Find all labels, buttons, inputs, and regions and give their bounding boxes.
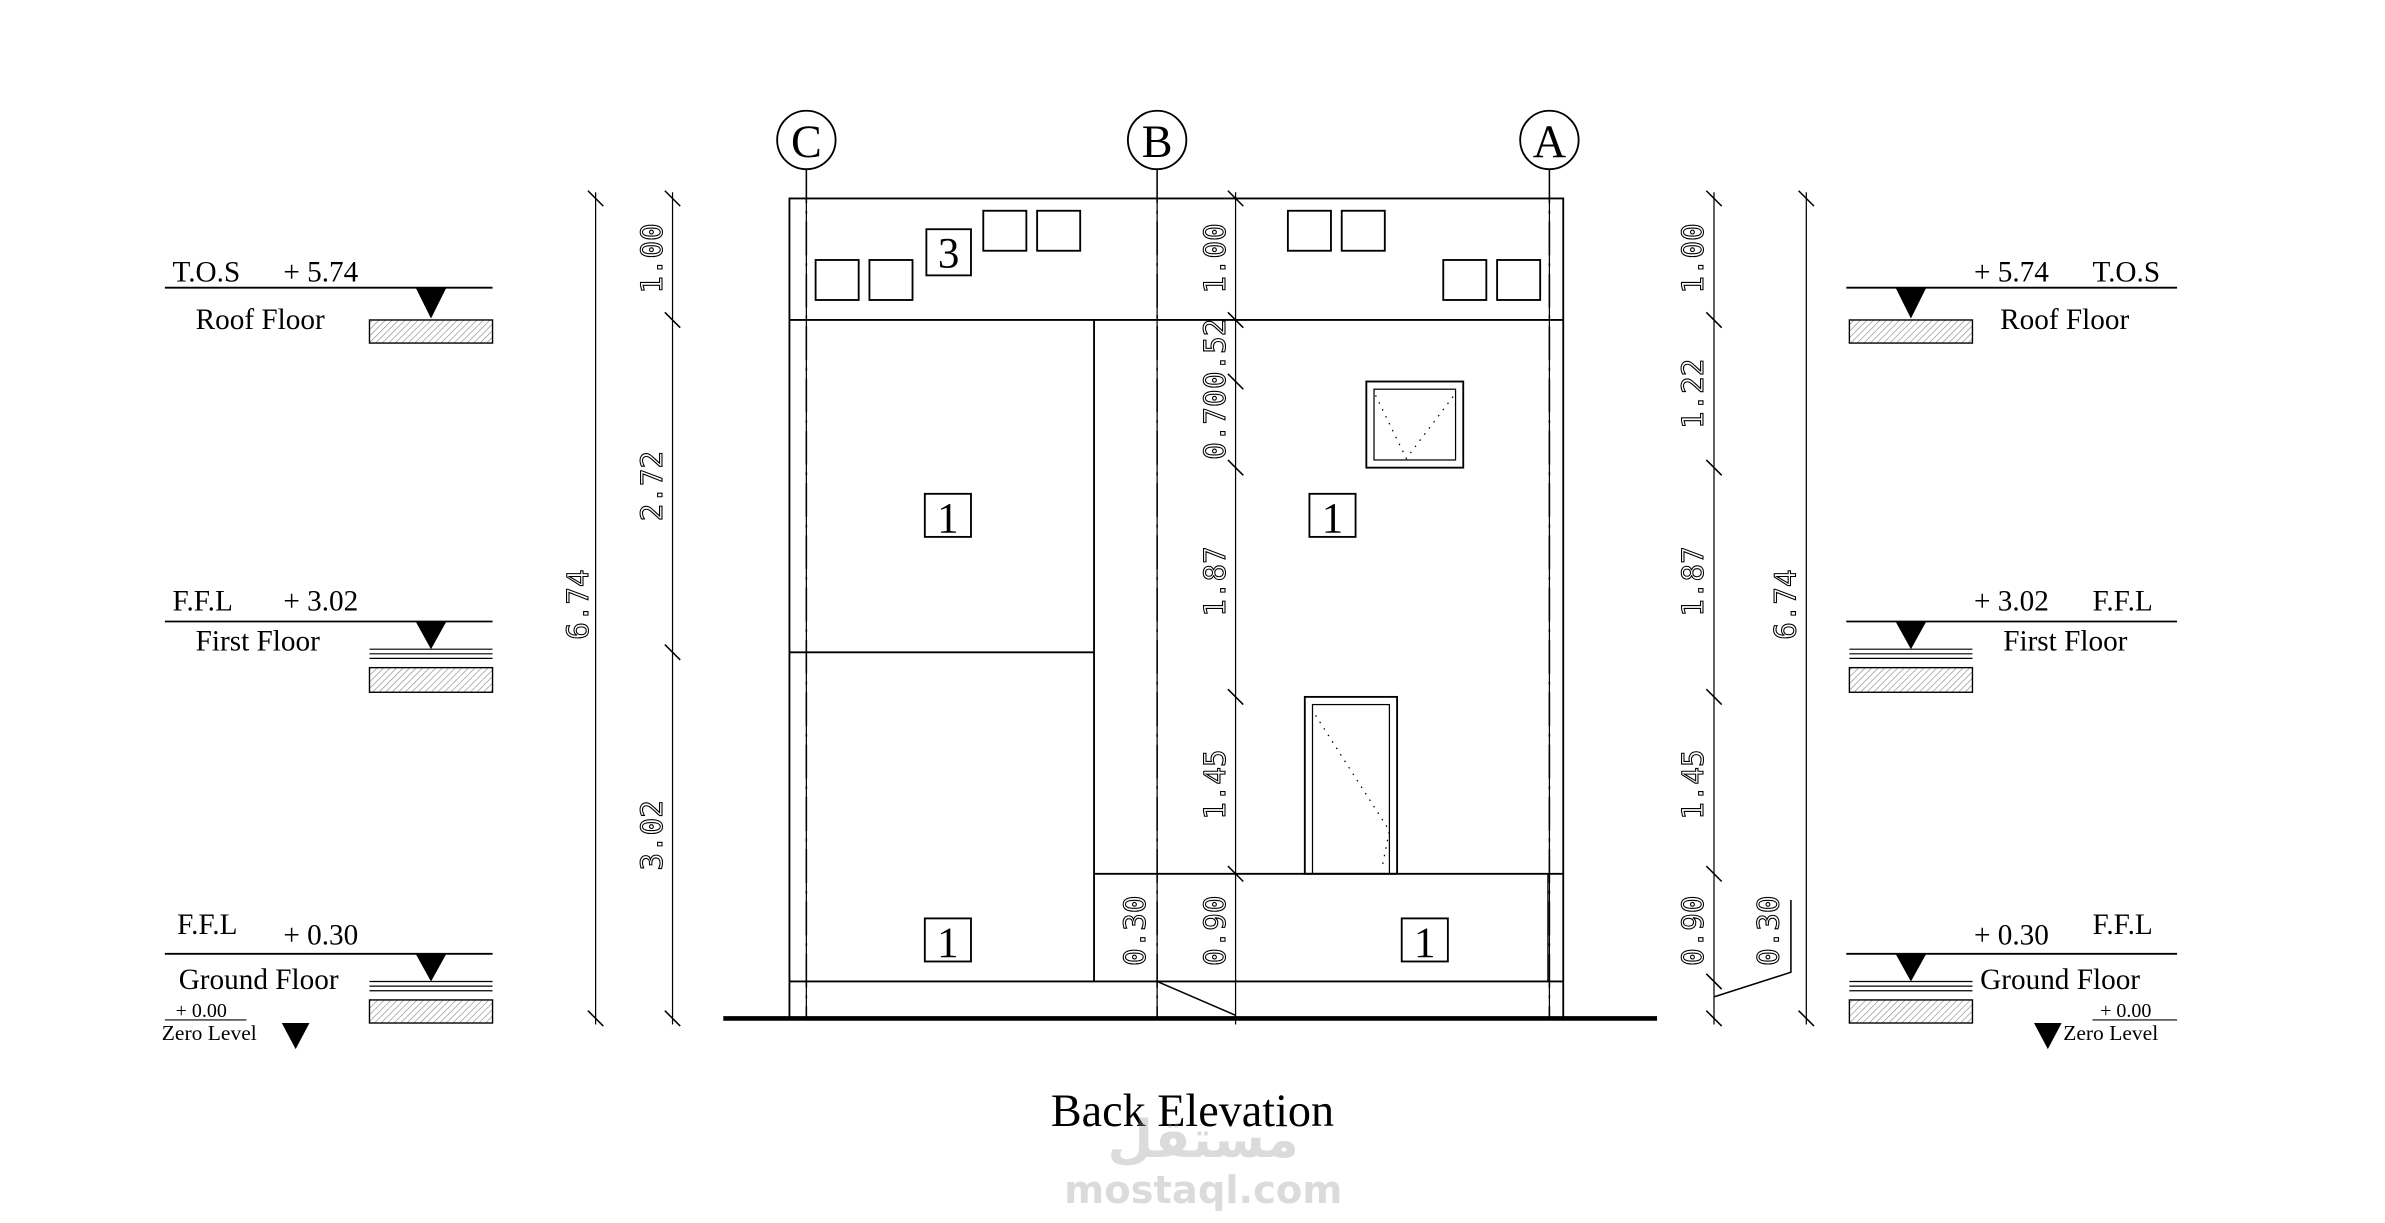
svg-text:+ 0.30: + 0.30 <box>1974 920 2049 952</box>
svg-text:1.22: 1.22 <box>1676 359 1710 429</box>
svg-text:0.52: 0.52 <box>1198 319 1232 389</box>
svg-text:0.90: 0.90 <box>1676 896 1710 966</box>
svg-text:Zero Level: Zero Level <box>162 1021 257 1045</box>
drawing-title: Back Elevation <box>1051 1085 1334 1136</box>
building-outline <box>788 197 1565 1020</box>
svg-text:1.45: 1.45 <box>1198 749 1232 819</box>
grid-axis-lines <box>805 169 1551 1019</box>
watermark-arabic: مستقل <box>1108 1109 1299 1170</box>
svg-text:F.F.L: F.F.L <box>173 586 233 618</box>
svg-text:Roof Floor: Roof Floor <box>196 304 325 336</box>
svg-text:1.00: 1.00 <box>1676 223 1710 293</box>
svg-text:+ 3.02: + 3.02 <box>1974 586 2049 618</box>
window <box>1365 380 1465 469</box>
svg-text:F.F.L: F.F.L <box>177 909 237 941</box>
svg-text:1.87: 1.87 <box>1198 546 1232 616</box>
svg-text:Ground Floor: Ground Floor <box>179 964 339 996</box>
level-marker-roof-right: + 5.74 T.O.S Roof Floor <box>1846 257 2178 344</box>
material-tag-3: 3 <box>925 228 972 278</box>
svg-text:+ 5.74: + 5.74 <box>283 257 358 289</box>
svg-text:Zero Level: Zero Level <box>2063 1021 2158 1045</box>
svg-text:First Floor: First Floor <box>2003 626 2127 658</box>
svg-text:+ 0.30: + 0.30 <box>283 920 358 952</box>
svg-text:1.00: 1.00 <box>635 223 669 293</box>
svg-text:0.30: 0.30 <box>1752 896 1786 966</box>
svg-text:1: 1 <box>937 495 959 542</box>
svg-text:Roof Floor: Roof Floor <box>2000 304 2129 336</box>
svg-text:0.90: 0.90 <box>1198 896 1232 966</box>
dimension-lines <box>587 190 1815 1027</box>
svg-text:+ 5.74: + 5.74 <box>1974 257 2049 289</box>
svg-text:3: 3 <box>938 231 960 278</box>
grid-bubble-a: A <box>1519 109 1580 171</box>
level-marker-first-left: F.F.L + 3.02 First Floor <box>164 586 494 693</box>
svg-text:6.74: 6.74 <box>561 569 595 639</box>
svg-text:1.00: 1.00 <box>1198 223 1232 293</box>
grid-bubble-c: C <box>776 109 837 171</box>
svg-text:F.F.L: F.F.L <box>2092 909 2152 941</box>
svg-text:Ground Floor: Ground Floor <box>1980 964 2140 996</box>
svg-text:2.72: 2.72 <box>635 451 669 521</box>
svg-text:1: 1 <box>1414 920 1436 967</box>
level-marker-first-right: + 3.02 F.F.L First Floor <box>1846 586 2178 693</box>
dimension-texts: 6.74 1.00 2.72 3.02 1.00 0.52 0.70 1.87 … <box>560 223 1803 967</box>
level-marker-roof-left: T.O.S + 5.74 Roof Floor <box>164 257 494 344</box>
material-tag-1: 1 <box>1308 492 1357 542</box>
door <box>1303 695 1399 875</box>
level-marker-ground-left: F.F.L + 0.30 Ground Floor + 0.00 Zero Le… <box>162 909 494 1050</box>
grid-bubble-b: B <box>1126 109 1188 171</box>
svg-text:6.74: 6.74 <box>1769 569 1803 639</box>
svg-text:1: 1 <box>1322 495 1344 542</box>
svg-text:F.F.L: F.F.L <box>2092 586 2152 618</box>
svg-text:+ 0.00: + 0.00 <box>176 1000 227 1022</box>
svg-text:0.70: 0.70 <box>1198 389 1232 459</box>
svg-text:A: A <box>1533 116 1566 167</box>
mostaql-watermark: مستقل mostaql.com <box>1064 1109 1342 1213</box>
svg-text:First Floor: First Floor <box>196 626 320 658</box>
roof-vent-openings <box>814 209 1542 301</box>
material-tag-1: 1 <box>1400 917 1449 967</box>
svg-text:0.30: 0.30 <box>1118 896 1152 966</box>
svg-text:3.02: 3.02 <box>635 800 669 870</box>
watermark-site: mostaql.com <box>1064 1168 1342 1213</box>
svg-text:+ 3.02: + 3.02 <box>283 586 358 618</box>
svg-text:1.45: 1.45 <box>1676 749 1710 819</box>
svg-text:1.87: 1.87 <box>1676 546 1710 616</box>
level-marker-ground-right: + 0.30 F.F.L Ground Floor + 0.00 Zero Le… <box>1846 909 2178 1050</box>
svg-text:+ 0.00: + 0.00 <box>2100 1000 2151 1022</box>
material-tag-1: 1 <box>923 492 972 542</box>
svg-text:C: C <box>791 116 822 167</box>
material-tag-1: 1 <box>923 917 972 967</box>
svg-text:T.O.S: T.O.S <box>173 257 241 289</box>
svg-text:B: B <box>1142 116 1173 167</box>
svg-text:1: 1 <box>937 920 959 967</box>
svg-text:T.O.S: T.O.S <box>2092 257 2160 289</box>
